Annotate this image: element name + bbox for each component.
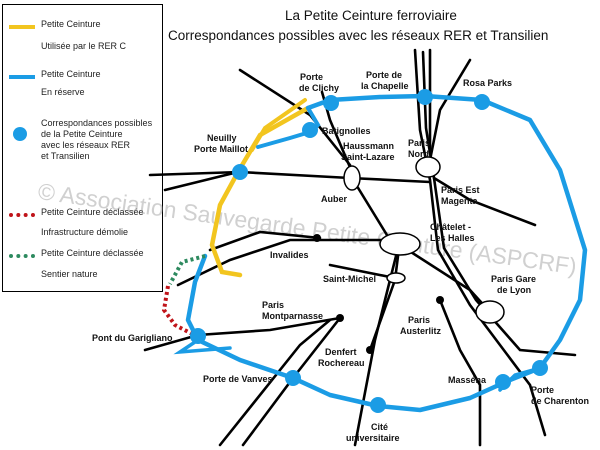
label-denfert-2: Rochereau <box>318 358 365 368</box>
rer-line-garigliano <box>143 316 342 352</box>
label-haussmann-2: Saint-Lazare <box>341 152 395 162</box>
label-invalides: Invalides <box>270 250 309 260</box>
label-austerlitz-2: Austerlitz <box>400 326 442 336</box>
label-auber: Auber <box>321 194 348 204</box>
map-legend: Petite Ceinture Utilisée par le RER C Pe… <box>2 4 163 292</box>
station-dot-invalides[interactable] <box>313 234 321 242</box>
label-pont-du-garigliano: Pont du Garigliano <box>92 333 173 343</box>
legend-reserve-line-swatch <box>9 75 35 79</box>
label-batignolles: Batignolles <box>322 126 371 136</box>
correspondance-massena[interactable] <box>495 374 511 390</box>
correspondance-porte-de-la-chapelle[interactable] <box>417 89 433 105</box>
label-neuilly-1: Neuilly <box>207 133 237 143</box>
legend-sentier-dash-swatch <box>9 254 35 258</box>
label-porte-de-clichy-2: de Clichy <box>299 83 339 93</box>
label-rosa-parks: Rosa Parks <box>463 78 512 88</box>
rer-line-north-b <box>421 50 577 357</box>
label-austerlitz-1: Paris <box>408 315 430 325</box>
legend-demolie-title: Petite Ceinture déclassée <box>41 207 144 217</box>
rer-line-west <box>148 170 432 184</box>
rer-line-massena <box>438 298 482 447</box>
correspondance-porte-de-charenton[interactable] <box>532 360 548 376</box>
label-chatelet-1: Châtelet - <box>430 222 471 232</box>
legend-rer-c-subtitle: Utilisée par le RER C <box>41 41 127 51</box>
label-paris-nord-1: Paris <box>408 138 430 148</box>
legend-sentier-subtitle: Sentier nature <box>41 269 98 279</box>
label-montparnasse-2: Montparnasse <box>262 311 323 321</box>
legend-correspondance-line-4: et Transilien <box>41 151 90 161</box>
map-title-line-1: La Petite Ceinture ferroviaire <box>285 8 457 23</box>
map-title-line-2: Correspondances possibles avec les résea… <box>168 28 549 43</box>
label-cite-universitaire-2: universitaire <box>346 433 400 443</box>
station-dot-austerlitz[interactable] <box>436 296 444 304</box>
rer-line-northeast <box>428 58 472 162</box>
label-porte-de-la-chapelle-2: la Chapelle <box>361 81 409 91</box>
correspondance-batignolles[interactable] <box>302 122 318 138</box>
label-porte-de-clichy-1: Porte <box>300 72 323 82</box>
label-porte-de-charenton-1: Porte <box>531 385 554 395</box>
label-porte-de-charenton-2: de Charenton <box>531 396 589 406</box>
infrastructure-demolie-path <box>161 285 197 338</box>
station-oval-saint-lazare[interactable] <box>343 165 361 191</box>
station-oval-saint-michel[interactable] <box>386 272 406 284</box>
rer-line-south-left <box>218 318 332 447</box>
label-porte-de-la-chapelle-1: Porte de <box>366 70 402 80</box>
label-paris-est-1: Paris Est <box>441 185 480 195</box>
label-paris-nord-2: Nord <box>408 149 429 159</box>
rer-line-stmichel-w <box>328 263 397 280</box>
station-oval-paris-nord[interactable] <box>415 156 441 178</box>
rer-c-segment-2 <box>250 98 307 152</box>
station-oval-gare-de-lyon[interactable] <box>475 300 505 324</box>
legend-rer-c-line-swatch <box>9 25 35 29</box>
legend-reserve-title: Petite Ceinture <box>41 69 101 79</box>
label-cite-universitaire-1: Cité <box>371 422 388 432</box>
petite-ceinture-reserve-south-branch <box>173 338 232 355</box>
legend-correspondance-line-1: Correspondances possibles <box>41 118 153 128</box>
rer-line-invalides-b <box>208 230 322 252</box>
legend-rer-c-title: Petite Ceinture <box>41 19 101 29</box>
rer-line-maillot-sw <box>176 238 402 287</box>
legend-reserve-subtitle: En réserve <box>41 87 85 97</box>
correspondance-neuilly-porte-maillot[interactable] <box>232 164 248 180</box>
station-labels: Porte de Clichy Porte de la Chapelle Ros… <box>92 70 589 443</box>
correspondance-porte-de-vanves[interactable] <box>285 370 301 386</box>
label-neuilly-2: Porte Maillot <box>194 144 248 154</box>
label-gare-de-lyon-1: Paris Gare <box>491 274 536 284</box>
sentier-nature-path <box>168 254 206 285</box>
station-dot-denfert[interactable] <box>366 346 374 354</box>
label-chatelet-2: Les Halles <box>430 233 475 243</box>
label-gare-de-lyon-2: de Lyon <box>497 285 531 295</box>
label-saint-michel: Saint-Michel <box>323 274 376 284</box>
label-paris-est-2: Magenta <box>441 196 479 206</box>
correspondance-rosa-parks[interactable] <box>474 94 490 110</box>
correspondance-porte-de-clichy[interactable] <box>323 95 339 111</box>
rer-line-north-a <box>413 48 547 437</box>
legend-correspondance-line-3: avec les réseaux RER <box>41 140 131 150</box>
legend-correspondance-dot-swatch <box>13 127 27 141</box>
correspondance-cite-universitaire[interactable] <box>370 397 386 413</box>
label-montparnasse-1: Paris <box>262 300 284 310</box>
label-massena: Masséna <box>448 375 487 385</box>
legend-demolie-dash-swatch <box>9 213 35 217</box>
label-denfert-1: Denfert <box>325 347 357 357</box>
legend-demolie-subtitle: Infrastructure démolie <box>41 227 129 237</box>
rer-line-chatelet-south <box>353 238 402 447</box>
label-porte-de-vanves: Porte de Vanves <box>203 374 273 384</box>
label-haussmann-1: Haussmann <box>343 141 394 151</box>
rer-line-east <box>432 176 537 227</box>
rer-line-west-2 <box>163 170 240 192</box>
rer-lines <box>143 48 577 447</box>
rer-line-auber <box>350 176 392 242</box>
station-dot-montparnasse[interactable] <box>336 314 344 322</box>
legend-correspondance-line-2: de la Petite Ceinture <box>41 129 123 139</box>
station-oval-chatelet[interactable] <box>379 232 421 256</box>
correspondance-pont-du-garigliano[interactable] <box>190 328 206 344</box>
legend-sentier-title: Petite Ceinture déclassée <box>41 248 144 258</box>
